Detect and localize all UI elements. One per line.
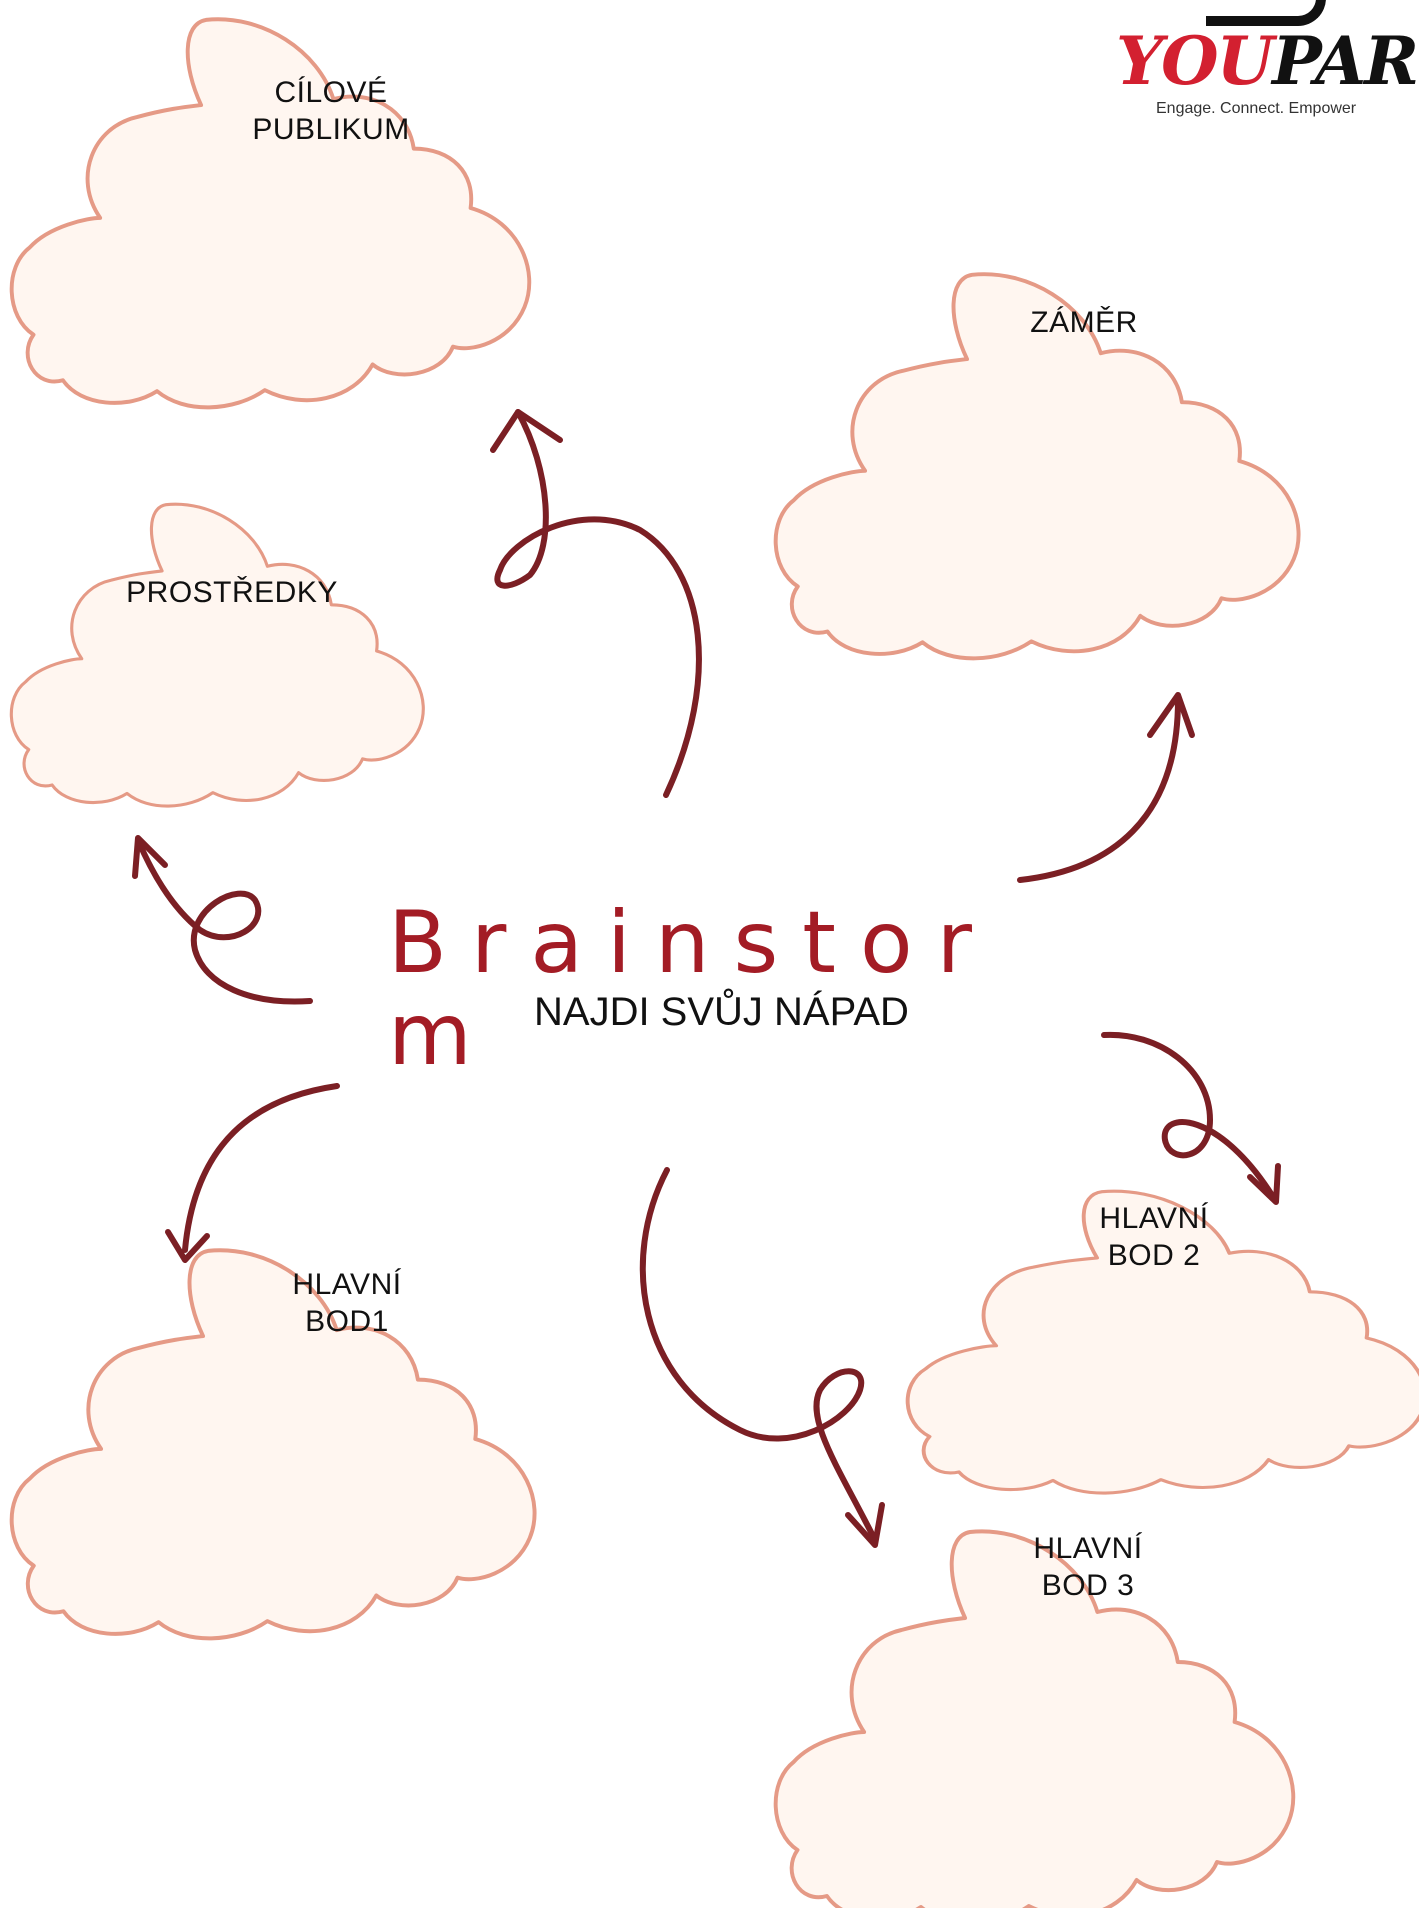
arrow-to-hlavni-bod-2 (1101, 1031, 1281, 1205)
cloud-label-line: CÍLOVÉ (274, 76, 388, 109)
arrow-to-prostredky (132, 835, 313, 1005)
cloud-label-prostredky: PROSTŘEDKY (122, 574, 342, 611)
cloud-label-line: BOD 2 (1107, 1239, 1201, 1272)
logo-you: YOU (1116, 22, 1274, 100)
logo-tagline: Engage. Connect. Empower (1156, 100, 1357, 117)
arrow-to-hlavni-bod-3 (639, 1167, 885, 1548)
logo-swoosh-icon (1206, 0, 1326, 26)
cloud-label-hlavni-bod-2: HLAVNÍ BOD 2 (1079, 1200, 1229, 1274)
arrow-to-hlavni-bod-1 (165, 1083, 340, 1263)
arrow-to-zamer (1017, 692, 1195, 883)
arrow-to-cilove-publikum (490, 409, 702, 798)
youpart-logo: YOUPART Engage. Connect. Empower (1110, 0, 1419, 130)
cloud-label-hlavni-bod-3: HLAVNÍ BOD 3 (1013, 1530, 1163, 1604)
cloud-label-line: HLAVNÍ (1099, 1202, 1209, 1235)
cloud-label-line: ZÁMĚR (1030, 306, 1138, 339)
cloud-label-line: PROSTŘEDKY (126, 576, 338, 609)
cloud-label-zamer: ZÁMĚR (1004, 304, 1164, 341)
logo-part: PART (1272, 22, 1419, 100)
cloud-label-cilove-publikum: CÍLOVÉ PUBLIKUM (241, 74, 421, 148)
title-line-2: m (388, 985, 496, 1085)
logo-wordmark: YOUPART (1116, 26, 1419, 96)
subtitle: NAJDI SVŮJ NÁPAD (534, 990, 909, 1034)
cloud-label-line: HLAVNÍ (292, 1268, 402, 1301)
cloud-label-line: BOD1 (305, 1305, 389, 1338)
cloud-label-line: BOD 3 (1041, 1569, 1135, 1602)
cloud-label-line: PUBLIKUM (252, 113, 410, 146)
title-line-1: Brainstor (388, 893, 996, 993)
cloud-prostredky (9, 502, 425, 808)
cloud-label-hlavni-bod-1: HLAVNÍ BOD1 (272, 1266, 422, 1340)
cloud-label-line: HLAVNÍ (1033, 1532, 1143, 1565)
